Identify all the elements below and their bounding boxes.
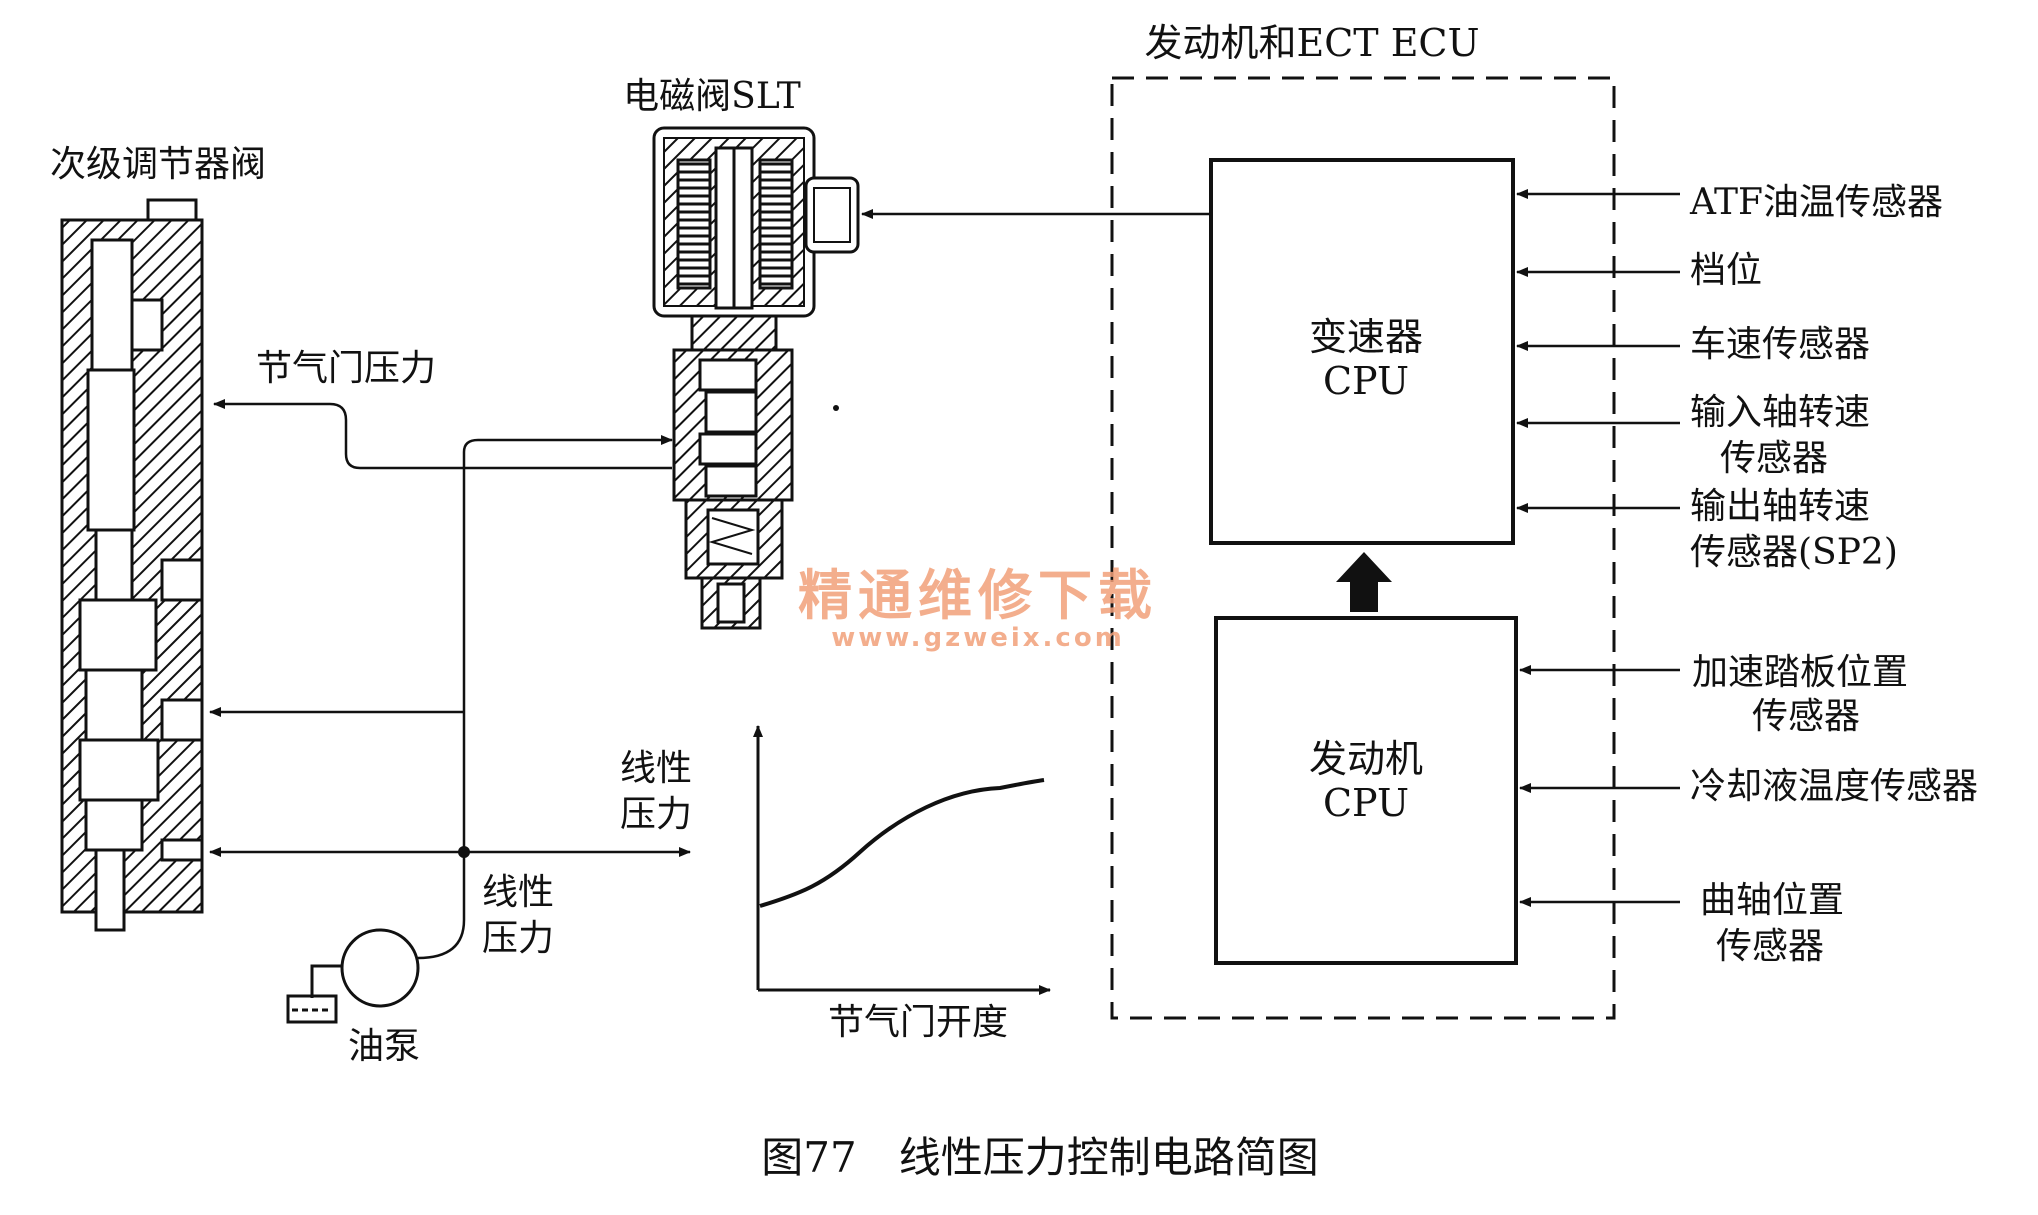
- sensor-atf-temp: ATF油温传感器: [1689, 182, 1943, 223]
- speck: [833, 405, 839, 411]
- watermark: 精通维修下载 www.gzweix.com: [798, 564, 1158, 653]
- sensor-shift-position: 档位: [1690, 250, 1762, 291]
- engine-to-transmission-arrow: [1336, 552, 1392, 612]
- transmission-cpu-name: 变速器: [1309, 315, 1423, 359]
- sensor-crankshaft-position-2: 传感器: [1716, 926, 1824, 967]
- sensor-input-shaft-speed: 输入轴转速: [1690, 392, 1870, 433]
- sensor-vehicle-speed: 车速传感器: [1690, 324, 1870, 365]
- secondary-regulator-label: 次级调节器阀: [50, 144, 266, 185]
- sensor-crankshaft-position: 曲轴位置: [1700, 880, 1844, 921]
- sensor-coolant-temp: 冷却液温度传感器: [1690, 766, 1978, 807]
- engine-cpu-name: 发动机: [1309, 737, 1423, 781]
- engine-cpu-sub: CPU: [1323, 781, 1409, 825]
- sensor-accel-pedal-2: 传感器: [1752, 696, 1860, 737]
- line-pressure-right-label-1: 线性: [620, 748, 692, 789]
- transmission-sensor-arrows: [1516, 189, 1680, 513]
- engine-sensor-labels: 加速踏板位置 传感器 冷却液温度传感器 曲轴位置 传感器: [1690, 652, 1978, 967]
- sensor-input-shaft-speed-2: 传感器: [1720, 438, 1828, 479]
- solenoid-slt-drawing: [652, 126, 860, 630]
- throttle-pressure-label: 节气门压力: [256, 348, 436, 389]
- transmission-cpu-sub: CPU: [1323, 359, 1409, 403]
- oil-reservoir-symbol: [286, 964, 342, 1024]
- sensor-output-shaft-speed: 输出轴转速: [1690, 486, 1870, 527]
- sensor-output-shaft-speed-2: 传感器(SP2): [1690, 532, 1898, 573]
- graph-curve: [759, 778, 1045, 908]
- secondary-regulator-valve-drawing: [60, 198, 204, 932]
- engine-cpu-box: [1214, 616, 1518, 965]
- line-pressure-below-label-2: 压力: [482, 918, 554, 959]
- line-pressure-graph: 节气门开度: [753, 725, 1051, 1043]
- ecu-boundary: [1110, 76, 1616, 1020]
- engine-sensor-arrows: [1519, 665, 1680, 907]
- figure-caption: 图77 线性压力控制电路简图: [761, 1133, 1318, 1182]
- ecu-title: 发动机和ECT ECU: [1144, 21, 1479, 65]
- oil-pump-symbol: [340, 928, 420, 1008]
- line-pressure-below-label-1: 线性: [482, 872, 554, 913]
- transmission-cpu-box: [1209, 158, 1515, 545]
- line-pressure-right-label-2: 压力: [620, 794, 692, 835]
- hydraulic-lines: [209, 399, 691, 960]
- oil-pump-label: 油泵: [348, 1026, 420, 1067]
- sensor-accel-pedal: 加速踏板位置: [1692, 652, 1908, 693]
- solenoid-label: 电磁阀SLT: [623, 76, 801, 117]
- transmission-sensor-labels: ATF油温传感器 档位 车速传感器 输入轴转速 传感器 输出轴转速 传感器(SP…: [1689, 182, 1943, 573]
- watermark-url: www.gzweix.com: [831, 623, 1125, 653]
- graph-x-label: 节气门开度: [828, 1002, 1008, 1043]
- watermark-title: 精通维修下载: [798, 564, 1158, 627]
- line-pressure-junction: [458, 846, 470, 858]
